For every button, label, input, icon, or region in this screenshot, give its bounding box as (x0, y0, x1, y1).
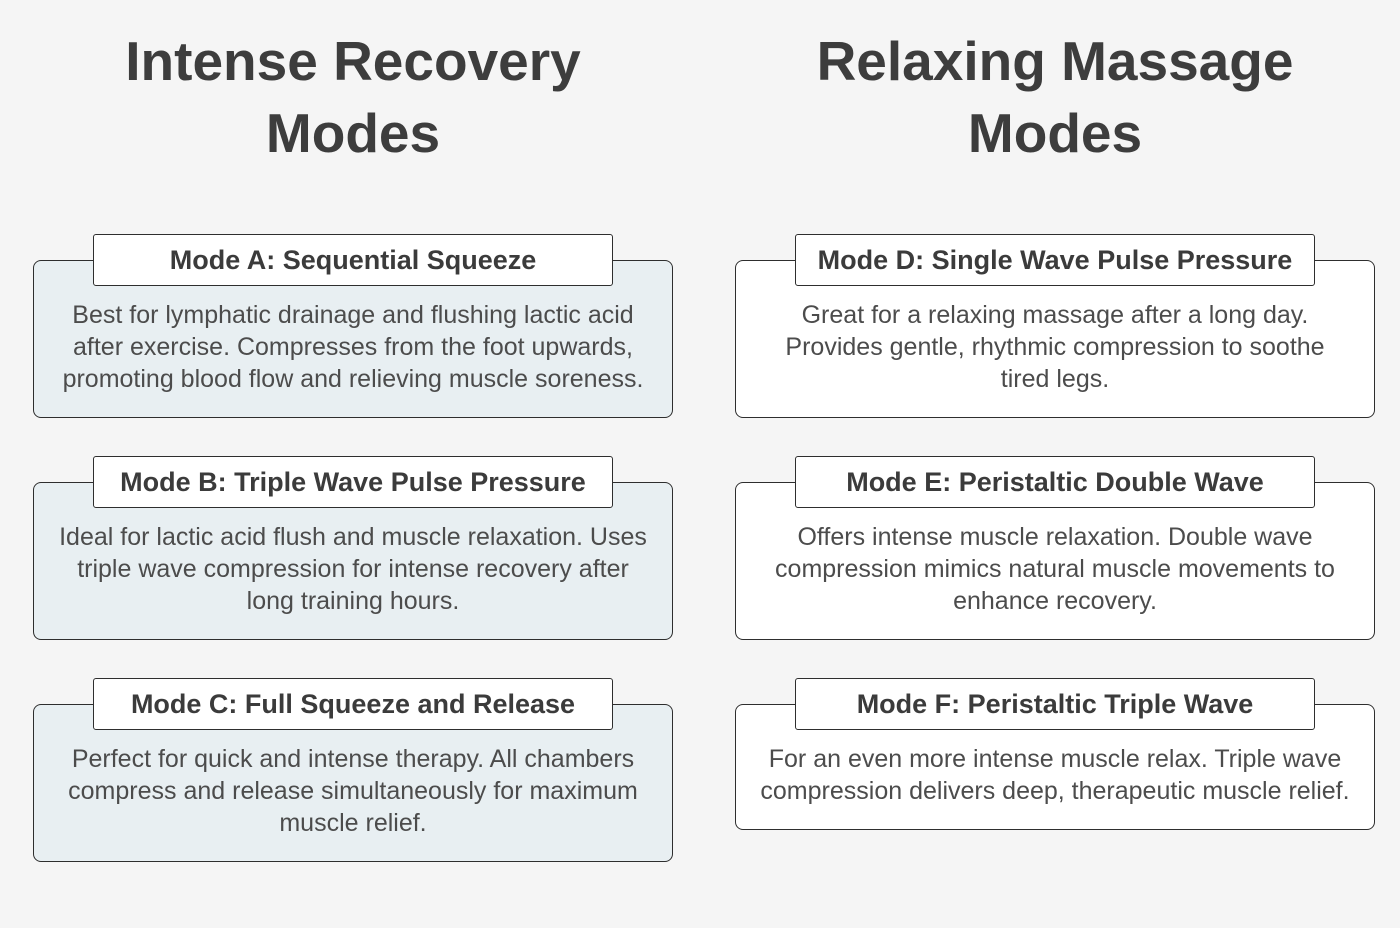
left-column-title: Intense Recovery Modes (125, 30, 581, 164)
mode-d-card: Mode D: Single Wave Pulse Pressure Great… (735, 234, 1375, 418)
mode-e-title-box: Mode E: Peristaltic Double Wave (795, 456, 1315, 508)
mode-c-card: Mode C: Full Squeeze and Release Perfect… (33, 678, 673, 862)
mode-a-description: Best for lymphatic drainage and flushing… (33, 260, 673, 418)
mode-c-description: Perfect for quick and intense therapy. A… (33, 704, 673, 862)
mode-e-description: Offers intense muscle relaxation. Double… (735, 482, 1375, 640)
mode-b-description: Ideal for lactic acid flush and muscle r… (33, 482, 673, 640)
modes-comparison-diagram: Intense Recovery Modes Relaxing Massage … (33, 30, 1375, 862)
mode-a-title-box: Mode A: Sequential Squeeze (93, 234, 613, 286)
right-column-title: Relaxing Massage Modes (816, 30, 1294, 164)
mode-e-card: Mode E: Peristaltic Double Wave Offers i… (735, 456, 1375, 640)
mode-b-title-box: Mode B: Triple Wave Pulse Pressure (93, 456, 613, 508)
mode-f-title-box: Mode F: Peristaltic Triple Wave (795, 678, 1315, 730)
mode-a-card: Mode A: Sequential Squeeze Best for lymp… (33, 234, 673, 418)
mode-f-card: Mode F: Peristaltic Triple Wave For an e… (735, 678, 1375, 830)
mode-d-title-box: Mode D: Single Wave Pulse Pressure (795, 234, 1315, 286)
mode-b-card: Mode B: Triple Wave Pulse Pressure Ideal… (33, 456, 673, 640)
mode-d-description: Great for a relaxing massage after a lon… (735, 260, 1375, 418)
mode-c-title-box: Mode C: Full Squeeze and Release (93, 678, 613, 730)
